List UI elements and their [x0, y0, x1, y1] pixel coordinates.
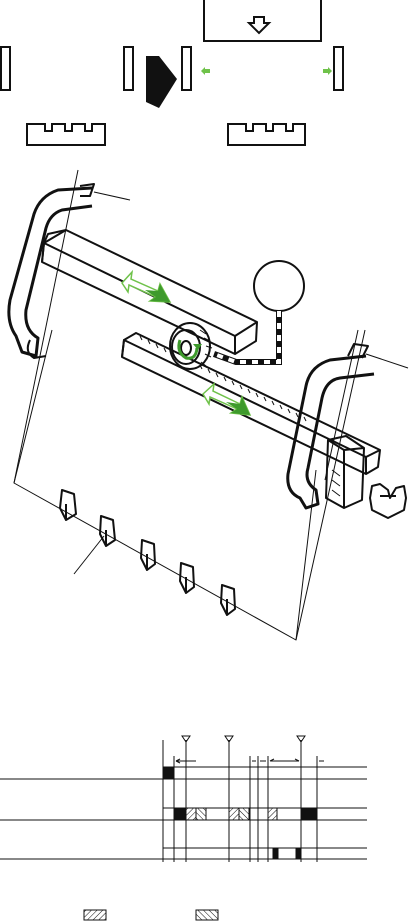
down-arrow-icon	[249, 17, 269, 33]
motor-circle	[254, 261, 304, 311]
timing-pulse-solid	[301, 808, 317, 820]
legend-hatch-forward	[84, 910, 106, 920]
top-schematic	[1, 0, 343, 145]
sheet-clip	[100, 516, 115, 546]
left-plate-a	[1, 47, 10, 90]
pinion-gear-hub	[181, 341, 191, 355]
small-right-arrow-icon	[323, 67, 332, 75]
legend	[84, 910, 218, 920]
timing-marker-icon	[182, 736, 190, 742]
sheet-outline	[14, 330, 316, 640]
lower-rack-bar	[122, 333, 380, 474]
leader-line-top-left	[94, 192, 130, 200]
right-plate-b	[334, 47, 343, 90]
sheet-clip	[221, 585, 235, 615]
sheet-clip	[60, 490, 76, 520]
right-plate-a	[182, 47, 191, 90]
comb-left	[27, 124, 105, 145]
right-pointer-arrow-icon	[146, 56, 177, 108]
legend-hatch-backward	[196, 910, 218, 920]
top-box	[204, 0, 321, 41]
timing-pulse-solid	[163, 768, 174, 779]
timing-pulse-hatch-f	[186, 808, 196, 820]
timing-pulse-solid	[273, 848, 278, 859]
main-illustration	[9, 170, 408, 640]
u-bracket	[370, 484, 406, 518]
timing-pulse-solid	[174, 808, 186, 820]
timing-diagram	[0, 736, 367, 862]
timing-pulse-hatch-f	[268, 808, 277, 820]
timing-marker-icon	[297, 736, 305, 742]
timing-marker-icon	[225, 736, 233, 742]
comb-right	[228, 124, 305, 145]
left-handle	[9, 188, 92, 356]
signal-cable	[214, 311, 279, 362]
timing-pulse-hatch-b	[239, 808, 249, 820]
timing-pulse-hatch-f	[229, 808, 239, 820]
sheet-clip	[180, 563, 194, 593]
rod-left	[14, 170, 78, 483]
upper-bar-edge	[42, 243, 257, 354]
left-plate-b	[124, 47, 133, 90]
timing-pulse-solid	[296, 848, 301, 859]
small-left-arrow-icon	[201, 67, 210, 75]
timing-pulse-hatch-b	[196, 808, 206, 820]
leader-line-right	[366, 354, 408, 368]
leader-line-bottom	[74, 536, 104, 574]
